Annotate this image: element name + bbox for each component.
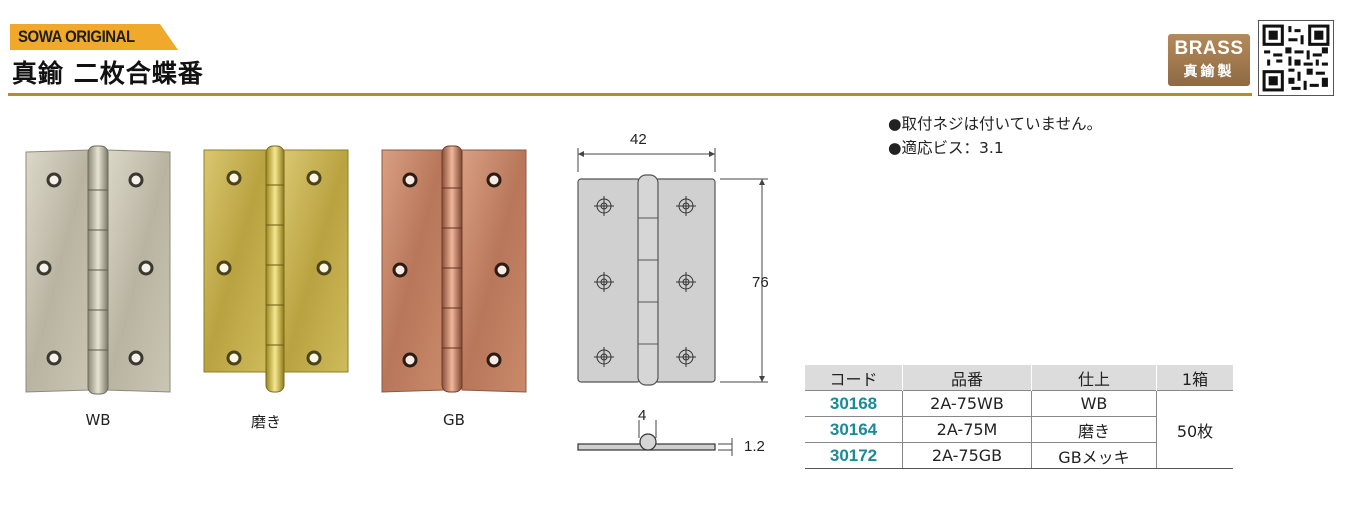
hinge-photos	[25, 145, 527, 395]
dim-width: 42	[630, 131, 647, 148]
dim-height: 76	[752, 274, 769, 291]
brass-badge: BRASS 真鍮製	[1168, 34, 1250, 86]
note-no-screws: ●取付ネジは付いていません。	[888, 115, 1103, 133]
cell-part: 2A-75M	[902, 416, 1032, 443]
dim-thickness: 1.2	[744, 438, 765, 455]
qr-code-icon[interactable]	[1258, 20, 1334, 96]
badge-label-en: BRASS	[1174, 38, 1244, 59]
cell-finish: GBメッキ	[1031, 442, 1157, 469]
table-header-row: コード 品番 仕上 1箱	[805, 365, 1233, 391]
cell-code: 30172	[805, 442, 903, 469]
cell-part: 2A-75GB	[902, 442, 1032, 469]
cell-finish: 磨き	[1031, 416, 1157, 443]
table-row: 30168 2A-75WB WB 50枚	[805, 390, 1233, 469]
brand-tag-text: SOWA ORIGINAL	[18, 27, 135, 46]
table-row: 30164 2A-75M 磨き	[805, 416, 1233, 443]
page-title: 真鍮 二枚合蝶番	[12, 59, 204, 88]
cell-code: 30164	[805, 416, 903, 443]
brand-tag-shape	[10, 24, 178, 50]
note-screw-size: ●適応ビス：3.1	[888, 139, 1004, 157]
cell-part: 2A-75WB	[902, 390, 1032, 417]
hinge-polished-photo	[203, 145, 349, 393]
col-header-part: 品番	[902, 365, 1032, 391]
col-header-code: コード	[805, 365, 903, 391]
dimension-drawing	[577, 148, 768, 456]
cell-finish: WB	[1031, 390, 1157, 417]
caption-gb: GB	[443, 411, 465, 429]
col-header-finish: 仕上	[1031, 365, 1157, 391]
spec-table: コード 品番 仕上 1箱 30168 2A-75WB WB 50枚 30164 …	[805, 365, 1233, 469]
caption-wb: WB	[85, 411, 111, 429]
col-header-qty: 1箱	[1156, 365, 1233, 391]
brand-tag: SOWA ORIGINAL	[10, 24, 178, 50]
cell-code: 30168	[805, 390, 903, 417]
hinge-gb-photo	[381, 145, 527, 393]
badge-label-jp: 真鍮製	[1183, 64, 1235, 80]
cell-box-qty: 50枚	[1156, 390, 1233, 469]
hinge-wb-photo	[25, 145, 171, 395]
dim-knuckle: 4	[638, 407, 647, 424]
table-row: 30172 2A-75GB GBメッキ	[805, 442, 1233, 469]
caption-polished: 磨き	[250, 413, 281, 431]
title-divider	[8, 93, 1252, 96]
